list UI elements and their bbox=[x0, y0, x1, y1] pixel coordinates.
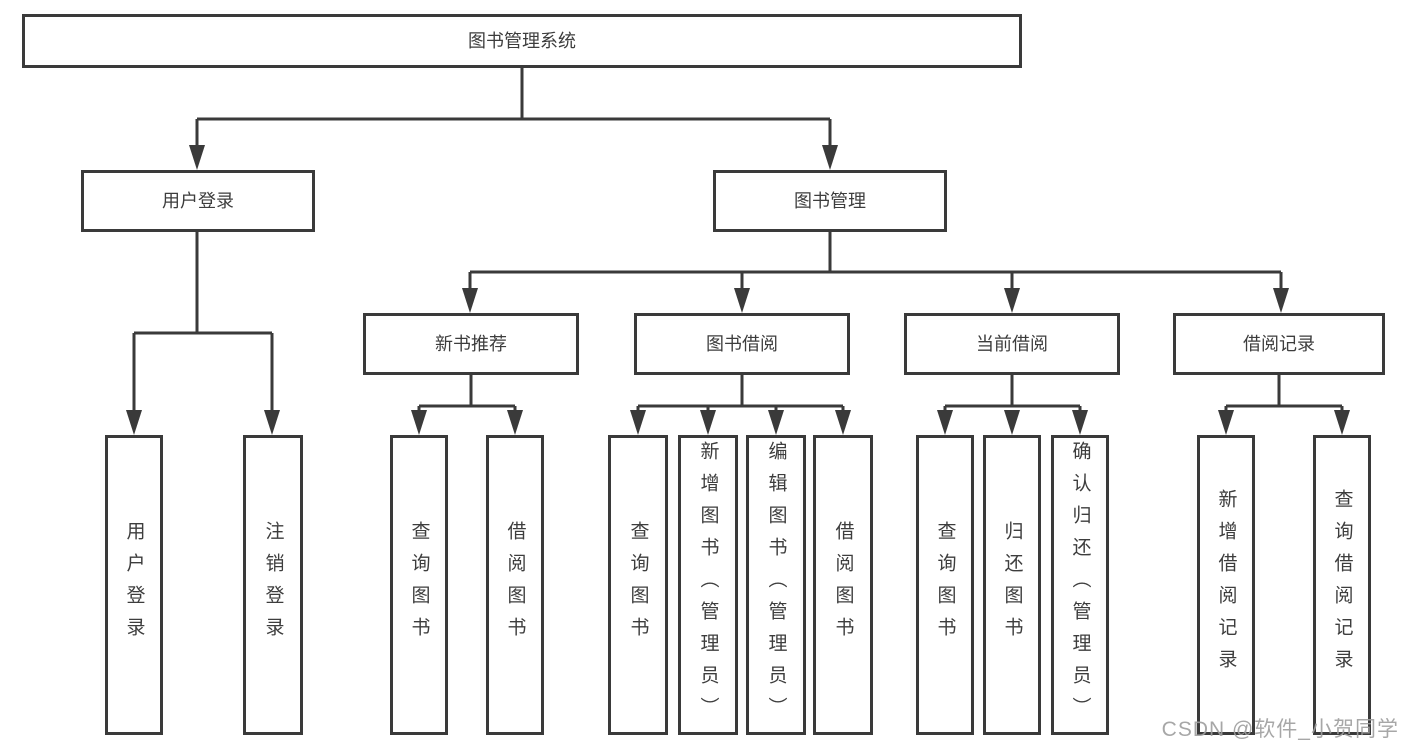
node-label: 图书借阅 bbox=[706, 334, 778, 354]
node-label: 查询借阅记录 bbox=[1331, 489, 1353, 681]
node-leaf-edit-book-admin: 编辑图书（管理员） bbox=[746, 435, 806, 735]
node-label: 新书推荐 bbox=[435, 334, 507, 354]
node-label: 用户登录 bbox=[162, 191, 234, 211]
node-leaf-borrow-books-recommend: 借阅图书 bbox=[486, 435, 544, 735]
node-user-login: 用户登录 bbox=[81, 170, 315, 232]
node-leaf-query-borrow-record: 查询借阅记录 bbox=[1313, 435, 1371, 735]
node-label: 新增借阅记录 bbox=[1215, 489, 1237, 681]
node-label: 确认归还（管理员） bbox=[1069, 441, 1091, 729]
node-leaf-query-books-current: 查询图书 bbox=[916, 435, 974, 735]
node-library-management-system: 图书管理系统 bbox=[22, 14, 1022, 68]
node-book-management: 图书管理 bbox=[713, 170, 947, 232]
node-leaf-logout: 注销登录 bbox=[243, 435, 303, 735]
node-leaf-user-login: 用户登录 bbox=[105, 435, 163, 735]
node-borrowing-records: 借阅记录 bbox=[1173, 313, 1385, 375]
node-label: 查询图书 bbox=[627, 521, 649, 649]
node-leaf-borrow-books: 借阅图书 bbox=[813, 435, 873, 735]
csdn-watermark: CSDN @软件_小贺同学 bbox=[1161, 718, 1399, 741]
node-leaf-confirm-return-admin: 确认归还（管理员） bbox=[1051, 435, 1109, 735]
node-label: 注销登录 bbox=[262, 521, 284, 649]
node-label: 借阅图书 bbox=[504, 521, 526, 649]
node-label: 归还图书 bbox=[1001, 521, 1023, 649]
node-label: 编辑图书（管理员） bbox=[765, 441, 787, 729]
node-leaf-query-books-borrowing: 查询图书 bbox=[608, 435, 668, 735]
node-leaf-return-books: 归还图书 bbox=[983, 435, 1041, 735]
node-label: 图书管理 bbox=[794, 191, 866, 211]
node-leaf-add-book-admin: 新增图书（管理员） bbox=[678, 435, 738, 735]
node-new-book-recommend: 新书推荐 bbox=[363, 313, 579, 375]
arrowheads bbox=[126, 145, 1350, 435]
node-label: 用户登录 bbox=[123, 521, 145, 649]
node-label: 图书管理系统 bbox=[468, 31, 576, 51]
node-label: 借阅图书 bbox=[832, 521, 854, 649]
node-label: 当前借阅 bbox=[976, 334, 1048, 354]
node-current-borrowing: 当前借阅 bbox=[904, 313, 1120, 375]
node-label: 查询图书 bbox=[408, 521, 430, 649]
node-book-borrowing: 图书借阅 bbox=[634, 313, 850, 375]
node-leaf-add-borrow-record: 新增借阅记录 bbox=[1197, 435, 1255, 735]
node-label: 查询图书 bbox=[934, 521, 956, 649]
node-label: 借阅记录 bbox=[1243, 334, 1315, 354]
node-leaf-query-books-recommend: 查询图书 bbox=[390, 435, 448, 735]
node-label: 新增图书（管理员） bbox=[697, 441, 719, 729]
